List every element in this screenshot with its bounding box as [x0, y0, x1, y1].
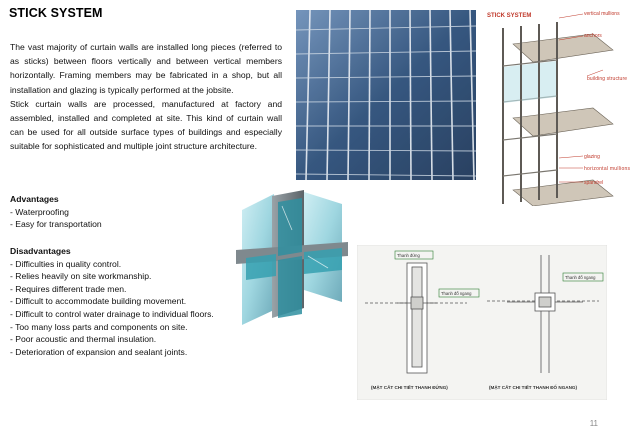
stick-system-diagram: STICK SYSTEM: [483, 6, 633, 206]
disadvantage-item: - Difficult to control water drainage to…: [10, 308, 214, 319]
glass-joint-3d-illustration: [232, 190, 352, 325]
intro-paragraph-2: Stick curtain walls are processed, manuf…: [10, 98, 282, 152]
disadvantage-item: - Too many loss parts and components on …: [10, 321, 188, 332]
drawing-label: Thanh đứng: [397, 253, 420, 258]
disadvantage-item: - Deterioration of expansion and sealant…: [10, 346, 188, 357]
disadvantages-section: Disadvantages - Difficulties in quality …: [10, 245, 300, 358]
diagram-label: building structure: [587, 76, 627, 82]
advantages-section: Advantages - Waterproofing - Easy for tr…: [10, 193, 300, 231]
advantage-item: - Easy for transportation: [10, 219, 102, 230]
advantage-item: - Waterproofing: [10, 206, 69, 217]
disadvantage-item: - Difficulties in quality control.: [10, 258, 122, 269]
building-facade-photo: [296, 10, 476, 180]
diagram-label: horizontal mullions: [584, 166, 631, 172]
disadvantage-item: - Requires different trade men.: [10, 283, 127, 294]
diagram-label: anchors: [584, 33, 602, 39]
disadvantage-item: - Relies heavily on site workmanship.: [10, 271, 152, 282]
disadvantages-heading: Disadvantages: [10, 246, 71, 256]
diagram-label: spandrel: [584, 180, 603, 186]
diagram-title: STICK SYSTEM: [487, 13, 531, 19]
disadvantage-item: - Poor acoustic and thermal insulation.: [10, 334, 157, 345]
disadvantage-item: - Difficult to accommodate building move…: [10, 296, 187, 307]
intro-text: The vast majority of curtain walls are i…: [10, 40, 282, 154]
intro-paragraph-1: The vast majority of curtain walls are i…: [10, 42, 282, 95]
advantages-heading: Advantages: [10, 194, 59, 204]
drawing-label: Thanh đố ngang: [441, 291, 472, 296]
drawing-label: Thanh đố ngang: [565, 275, 596, 280]
diagram-label: vertical mullions: [584, 11, 620, 17]
drawing-caption: (MẶT CẮT CHI TIẾT THANH ĐỨNG): [371, 383, 448, 390]
mullion-section-drawing: Thanh đứng Thanh đố ngang Thanh đố ngang…: [357, 245, 607, 400]
drawing-caption: (MẶT CẮT CHI TIẾT THANH ĐỐ NGANG): [489, 383, 578, 390]
diagram-label: glazing: [584, 154, 600, 160]
page-number: 11: [589, 419, 598, 428]
slide-title: STICK SYSTEM: [9, 6, 103, 20]
